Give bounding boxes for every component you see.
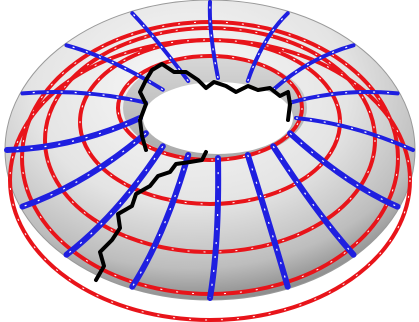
torus-hole (143, 82, 293, 154)
